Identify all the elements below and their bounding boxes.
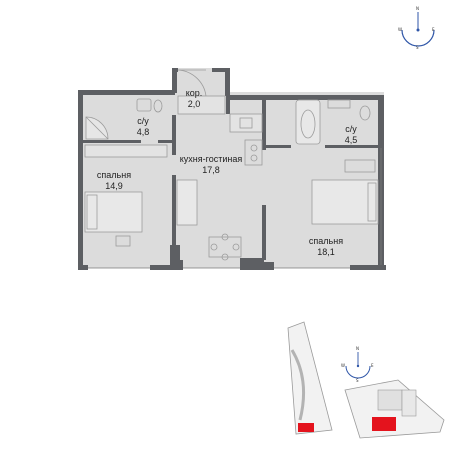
compass-top: N W E S [398, 6, 435, 50]
room-area: 18,1 [317, 247, 335, 257]
room-area: 4,8 [136, 127, 150, 137]
compass-top-n: N [416, 6, 419, 11]
compass-bottom-e: E [371, 363, 374, 368]
room-label-bedroom-1: спальня 14,9 [88, 170, 140, 192]
room-area: 2,0 [187, 99, 201, 109]
room-label-bathroom-1: с/у 4,8 [132, 116, 154, 138]
room-label-corridor: кор. 2,0 [180, 88, 208, 110]
compass-bottom-s: S [356, 378, 359, 383]
room-label-kitchen-living: кухня-гостиная 17,8 [172, 154, 250, 176]
fixtures [84, 69, 382, 269]
room-area: 17,8 [202, 165, 220, 175]
compass-top-e: E [432, 27, 435, 32]
compass-bottom-w: W [341, 363, 345, 368]
compass-top-s: S [416, 45, 419, 50]
room-area: 4,5 [344, 135, 358, 145]
interior-walls [83, 96, 380, 260]
room-label-bedroom-2: спальня 18,1 [298, 236, 354, 258]
compass-top-w: W [398, 27, 402, 32]
room-name: кухня-гостиная [179, 154, 243, 164]
site-plan: N W E S [287, 321, 445, 439]
room-name: с/у [345, 124, 357, 134]
apartment-location-2 [372, 417, 396, 431]
compass-bottom-n: N [356, 346, 359, 351]
room-name: спальня [96, 170, 132, 180]
apartment-location-1 [298, 423, 314, 432]
room-name: спальня [308, 236, 344, 246]
room-area: 14,9 [105, 181, 123, 191]
room-name: кор. [185, 88, 203, 98]
room-name: с/у [137, 116, 149, 126]
room-label-bathroom-2: с/у 4,5 [339, 124, 363, 146]
